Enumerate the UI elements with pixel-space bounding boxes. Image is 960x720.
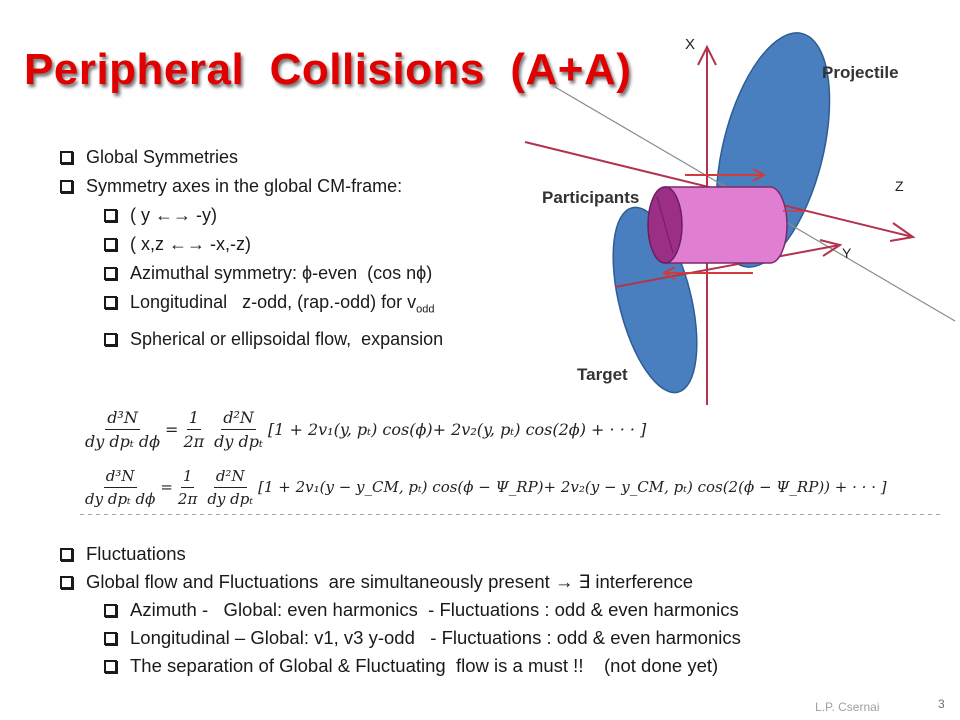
- target-flow-arrowhead: [661, 266, 676, 280]
- collision-diagram: X Z Y Projectile Participants Target: [524, 32, 956, 405]
- bullet-fluctuations: Fluctuations: [58, 540, 741, 568]
- bullet-y-symmetry: ( y ←→ -y): [58, 201, 443, 230]
- bullet-marker: [104, 267, 117, 280]
- bullet-marker: [104, 332, 117, 346]
- participants-label: Participants: [542, 188, 639, 207]
- participants-seam: [656, 196, 674, 254]
- bullet-global-symmetries: Global Symmetries: [58, 143, 443, 172]
- bullet-spherical-flow: Spherical or ellipsoidal flow, expansion: [58, 325, 443, 354]
- eq1-expansion: [1 + 2v₁(y, pₜ) cos(ϕ)+ 2v₂(y, pₜ) cos(2…: [267, 419, 647, 439]
- bullet-azimuth: Azimuth - Global: even harmonics - Fluct…: [58, 596, 741, 624]
- z-axis-arrowhead: [889, 222, 916, 242]
- bullet-marker: [60, 180, 73, 193]
- bullet-longitudinal-harmonics: Longitudinal – Global: v1, v3 y-odd - Fl…: [58, 624, 741, 652]
- bullet-marker: [60, 576, 73, 589]
- target-label: Target: [577, 365, 628, 384]
- bullet-marker: [60, 548, 73, 561]
- eq2-expansion: [1 + 2v₁(y − y_CM, pₜ) cos(ϕ − Ψ_RP)+ 2v…: [258, 478, 887, 496]
- lower-bullet-list: Fluctuations Global flow and Fluctuation…: [58, 540, 741, 680]
- x-axis-arrowhead: [697, 44, 717, 66]
- eq2-equals: =: [160, 478, 173, 496]
- bullet-marker: [60, 151, 73, 164]
- participants-body: [664, 186, 788, 264]
- bullet-xz-symmetry: ( x,z ←→ -x,-z): [58, 230, 443, 259]
- bullet-symmetry-axes: Symmetry axes in the global CM-frame:: [58, 172, 443, 201]
- bullet-longitudinal: Longitudinal z-odd, (rap.-odd) for vodd: [58, 288, 443, 325]
- bullet-separation: The separation of Global & Fluctuating f…: [58, 652, 741, 680]
- bullet-marker: [104, 604, 117, 617]
- axis-z-label: Z: [895, 178, 904, 194]
- bullet-marker: [104, 209, 117, 222]
- page-number: 3: [938, 697, 945, 711]
- equation-underline: [80, 514, 940, 515]
- bullet-marker: [104, 632, 117, 645]
- bullet-global-and-fluctuations: Global flow and Fluctuations are simulta…: [58, 568, 741, 596]
- bullet-marker: [104, 238, 117, 251]
- axis-y-label: Y: [842, 245, 852, 261]
- footer-author: L.P. Csernai: [815, 700, 880, 714]
- y-axis-arrowhead: [819, 239, 843, 257]
- slide-title: Peripheral Collisions (A+A): [24, 45, 632, 94]
- bullet-marker: [104, 660, 117, 673]
- projectile-label: Projectile: [822, 63, 899, 82]
- bullet-marker: [104, 296, 117, 309]
- y-axis-secondary: [614, 244, 841, 288]
- bullet-azimuthal-symmetry: Azimuthal symmetry: ϕ-even (cos nϕ): [58, 259, 443, 288]
- upper-bullet-list: Global Symmetries Symmetry axes in the g…: [58, 143, 443, 354]
- eq1-equals: =: [165, 419, 179, 439]
- axis-x-label: X: [685, 36, 695, 53]
- projectile-flow-arrowhead: [752, 168, 767, 182]
